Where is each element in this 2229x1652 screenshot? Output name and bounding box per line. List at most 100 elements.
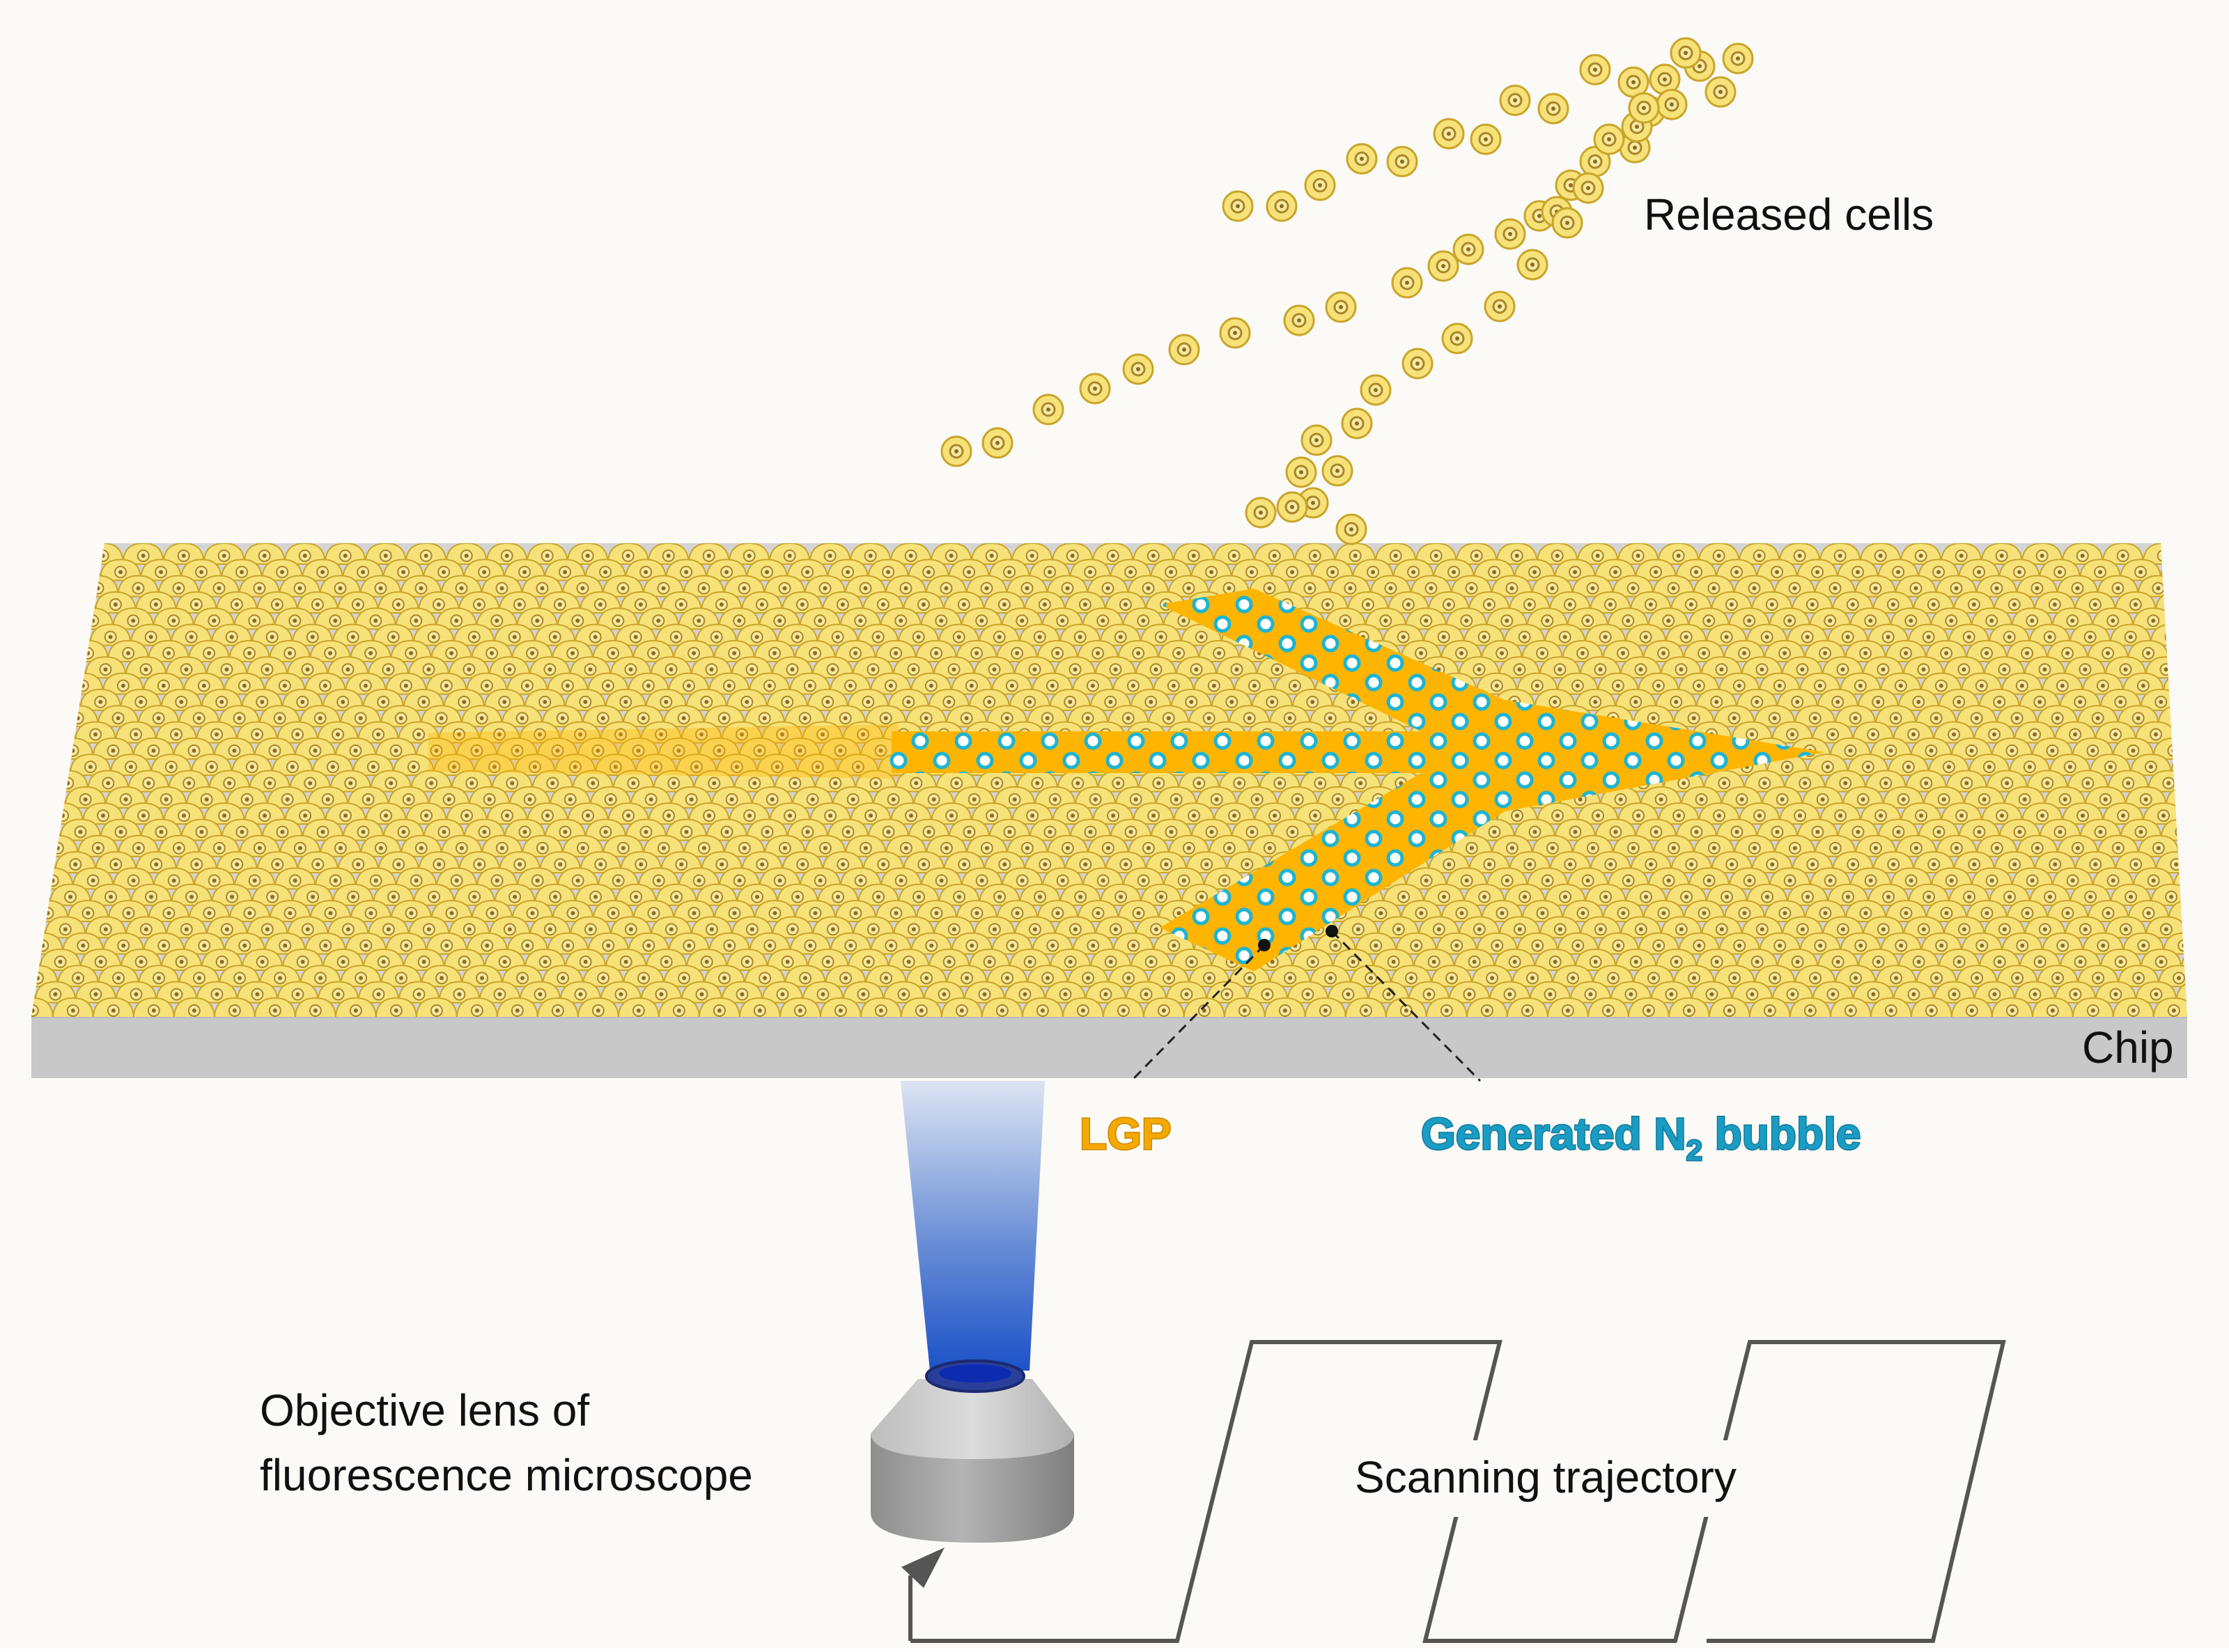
n2-bubble bbox=[1518, 734, 1532, 748]
released-cell bbox=[1454, 235, 1483, 264]
released-cell bbox=[1657, 90, 1686, 119]
n2-bubble bbox=[1259, 734, 1273, 748]
released-cell bbox=[1574, 173, 1603, 203]
n2-bubble bbox=[1172, 734, 1186, 748]
released-cell bbox=[1434, 119, 1463, 148]
released-cell bbox=[1080, 374, 1110, 403]
n2-bubble bbox=[1151, 754, 1165, 767]
n2-bubble bbox=[1431, 773, 1445, 787]
chip-label: Chip bbox=[2082, 1022, 2174, 1073]
released-cell bbox=[1471, 125, 1500, 154]
objective-label-line2: fluorescence microscope bbox=[260, 1450, 753, 1500]
released-cell bbox=[1223, 192, 1252, 221]
released-cell bbox=[1284, 306, 1314, 335]
released-cell bbox=[983, 428, 1012, 458]
released-cell bbox=[1277, 492, 1307, 522]
n2-bubble bbox=[1259, 890, 1273, 904]
n2-bubble bbox=[1194, 598, 1208, 611]
chip-side bbox=[31, 1017, 2187, 1078]
n2-bubble bbox=[1539, 715, 1553, 728]
n2-bubble bbox=[1345, 734, 1359, 748]
released-cell bbox=[1594, 125, 1624, 154]
bubble-label-subscript: 2 bbox=[1686, 1134, 1702, 1167]
n2-bubble bbox=[956, 734, 970, 748]
released-cell bbox=[1553, 208, 1582, 237]
released-cell bbox=[1443, 324, 1472, 353]
n2-bubble bbox=[1388, 695, 1402, 709]
n2-bubble bbox=[1194, 910, 1208, 924]
n2-bubble bbox=[1194, 754, 1208, 767]
n2-bubble bbox=[1216, 617, 1229, 631]
released-cell bbox=[1326, 293, 1356, 322]
released-cell bbox=[1347, 144, 1376, 173]
n2-bubble bbox=[1475, 734, 1489, 748]
n2-bubble bbox=[1323, 637, 1337, 650]
n2-bubble bbox=[1410, 832, 1424, 846]
n2-bubble bbox=[913, 734, 927, 748]
bubble-label-prefix: Generated N bbox=[1421, 1109, 1686, 1159]
scanning-label: Scanning trajectory bbox=[1355, 1452, 1737, 1502]
n2-bubble bbox=[1259, 617, 1273, 631]
n2-bubble bbox=[1431, 734, 1445, 748]
n2-bubble bbox=[1410, 676, 1424, 689]
n2-bubble bbox=[1237, 598, 1251, 611]
released-cell bbox=[1361, 375, 1390, 405]
released-cell bbox=[1124, 354, 1153, 384]
released-cell bbox=[1403, 349, 1432, 378]
n2-bubble bbox=[1280, 910, 1294, 924]
n2-bubble bbox=[1453, 754, 1467, 767]
n2-bubble bbox=[1367, 871, 1381, 885]
n2-bubble bbox=[1518, 773, 1532, 787]
released-cell bbox=[1485, 292, 1514, 321]
released-cell bbox=[1539, 94, 1568, 123]
n2-bubble bbox=[1280, 637, 1294, 650]
released-cell bbox=[1337, 515, 1366, 544]
released-cell bbox=[1581, 55, 1610, 84]
released-cell bbox=[1246, 498, 1275, 527]
released-cell bbox=[1220, 318, 1250, 348]
n2-bubble bbox=[1302, 617, 1316, 631]
n2-bubble bbox=[1280, 871, 1294, 885]
n2-bubble bbox=[1475, 773, 1489, 787]
n2-bubble bbox=[1453, 715, 1467, 728]
released-cell bbox=[1267, 192, 1296, 221]
n2-bubble bbox=[1431, 812, 1445, 826]
released-cell bbox=[1323, 456, 1352, 485]
lgp-label: LGP bbox=[1080, 1109, 1172, 1159]
n2-bubble bbox=[1410, 754, 1424, 767]
bubble-label-suffix: bubble bbox=[1702, 1109, 1861, 1159]
lgp-shaft-faded bbox=[428, 724, 899, 779]
released-cell bbox=[1392, 268, 1422, 297]
n2-bubble bbox=[1626, 754, 1640, 767]
released-cell bbox=[1342, 409, 1372, 438]
n2-bubble bbox=[1237, 910, 1251, 924]
n2-bubble bbox=[1410, 715, 1424, 728]
n2-bubble bbox=[1475, 695, 1489, 709]
n2-bubble bbox=[1237, 754, 1251, 767]
n2-bubble bbox=[1367, 832, 1381, 846]
released-cell bbox=[1706, 77, 1735, 107]
n2-bubble bbox=[1410, 793, 1424, 806]
n2-bubble bbox=[1691, 734, 1704, 748]
n2-bubble bbox=[1043, 734, 1057, 748]
n2-bubble bbox=[1129, 734, 1143, 748]
n2-bubble bbox=[1604, 773, 1618, 787]
n2-bubble bbox=[1453, 793, 1467, 806]
released-cell bbox=[942, 437, 971, 466]
released-cells-label: Released cells bbox=[1644, 189, 1934, 240]
adherent-cell-layer bbox=[0, 543, 2229, 1019]
n2-bubble bbox=[1431, 695, 1445, 709]
n2-bubble bbox=[1647, 734, 1661, 748]
n2-bubble bbox=[1388, 851, 1402, 865]
n2-bubble bbox=[1216, 929, 1229, 943]
released-cell bbox=[1671, 38, 1700, 68]
released-cell bbox=[1170, 335, 1199, 364]
objective-label-line1: Objective lens of bbox=[260, 1385, 589, 1435]
n2-bubble bbox=[1712, 754, 1726, 767]
n2-bubble bbox=[1108, 754, 1121, 767]
n2-bubble bbox=[1561, 773, 1575, 787]
bubble-leader-dot bbox=[1326, 925, 1338, 937]
n2-bubble bbox=[1388, 812, 1402, 826]
